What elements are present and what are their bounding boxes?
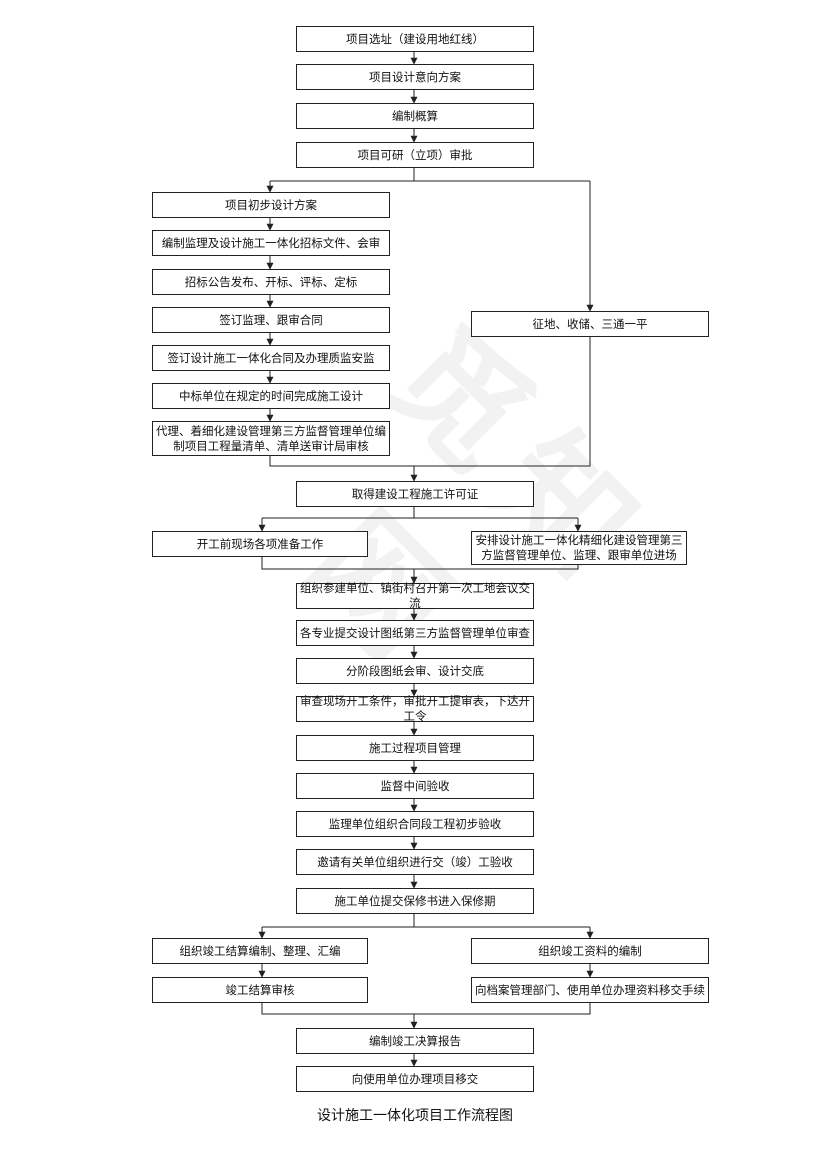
- node-intent: 项目设计意向方案: [296, 64, 534, 90]
- node-sign-dc: 签订设计施工一体化合同及办理质监安监: [152, 345, 390, 371]
- diagram-caption: 设计施工一体化项目工作流程图: [317, 1108, 513, 1124]
- node-drawings: 各专业提交设计图纸第三方监督管理单位审查: [296, 620, 534, 646]
- node-review: 分阶段图纸会审、设计交底: [296, 658, 534, 684]
- merge-archive: [414, 1003, 591, 1015]
- merge-entry: [414, 565, 579, 570]
- node-design-done: 中标单位在规定的时间完成施工设计: [152, 383, 390, 409]
- node-site: 项目选址（建设用地红线）: [296, 26, 534, 52]
- node-settle-audit: 竣工结算审核: [152, 977, 368, 1003]
- node-land: 征地、收储、三通一平: [471, 311, 709, 337]
- node-settle-prep: 组织竣工结算编制、整理、汇编: [152, 938, 368, 964]
- merge-right: [414, 337, 591, 467]
- node-sign-supervision: 签订监理、跟审合同: [152, 307, 390, 333]
- node-entry: 安排设计施工一体化精细化建设管理第三方监督管理单位、监理、跟审单位进场: [471, 531, 687, 565]
- node-start-order: 审查现场开工条件，审批开工提审表，下达开工令: [296, 694, 534, 723]
- node-docs-prep: 组织竣工资料的编制: [471, 938, 709, 964]
- merge-siteprep: [261, 557, 414, 570]
- node-meeting: 组织参建单位、镇街村召开第一次工地会议交流: [296, 581, 534, 610]
- node-bill: 代理、着细化建设管理第三方监督管理单位编制项目工程量清单、清单送审计局审核: [152, 421, 390, 456]
- node-pre-acceptance: 监理单位组织合同段工程初步验收: [296, 811, 534, 837]
- node-final-acceptance: 邀请有关单位组织进行交（竣）工验收: [296, 849, 534, 875]
- node-site-prep: 开工前现场各项准备工作: [152, 531, 368, 557]
- node-approval: 项目可研（立项）审批: [296, 142, 534, 168]
- node-warranty: 施工单位提交保修书进入保修期: [296, 888, 534, 914]
- node-archive: 向档案管理部门、使用单位办理资料移交手续: [471, 977, 709, 1003]
- node-estimate: 编制概算: [296, 103, 534, 129]
- node-permit: 取得建设工程施工许可证: [296, 481, 534, 507]
- node-mid-inspection: 监督中间验收: [296, 773, 534, 799]
- merge-settleaudit: [261, 1003, 414, 1015]
- node-final-report: 编制竣工决算报告: [296, 1028, 534, 1054]
- node-handover: 向使用单位办理项目移交: [296, 1066, 534, 1092]
- node-tender: 招标公告发布、开标、评标、定标: [152, 269, 390, 295]
- node-process: 施工过程项目管理: [296, 735, 534, 761]
- node-bid-docs: 编制监理及设计施工一体化招标文件、会审: [152, 230, 390, 256]
- node-prelim: 项目初步设计方案: [152, 192, 390, 218]
- merge-left: [269, 456, 414, 467]
